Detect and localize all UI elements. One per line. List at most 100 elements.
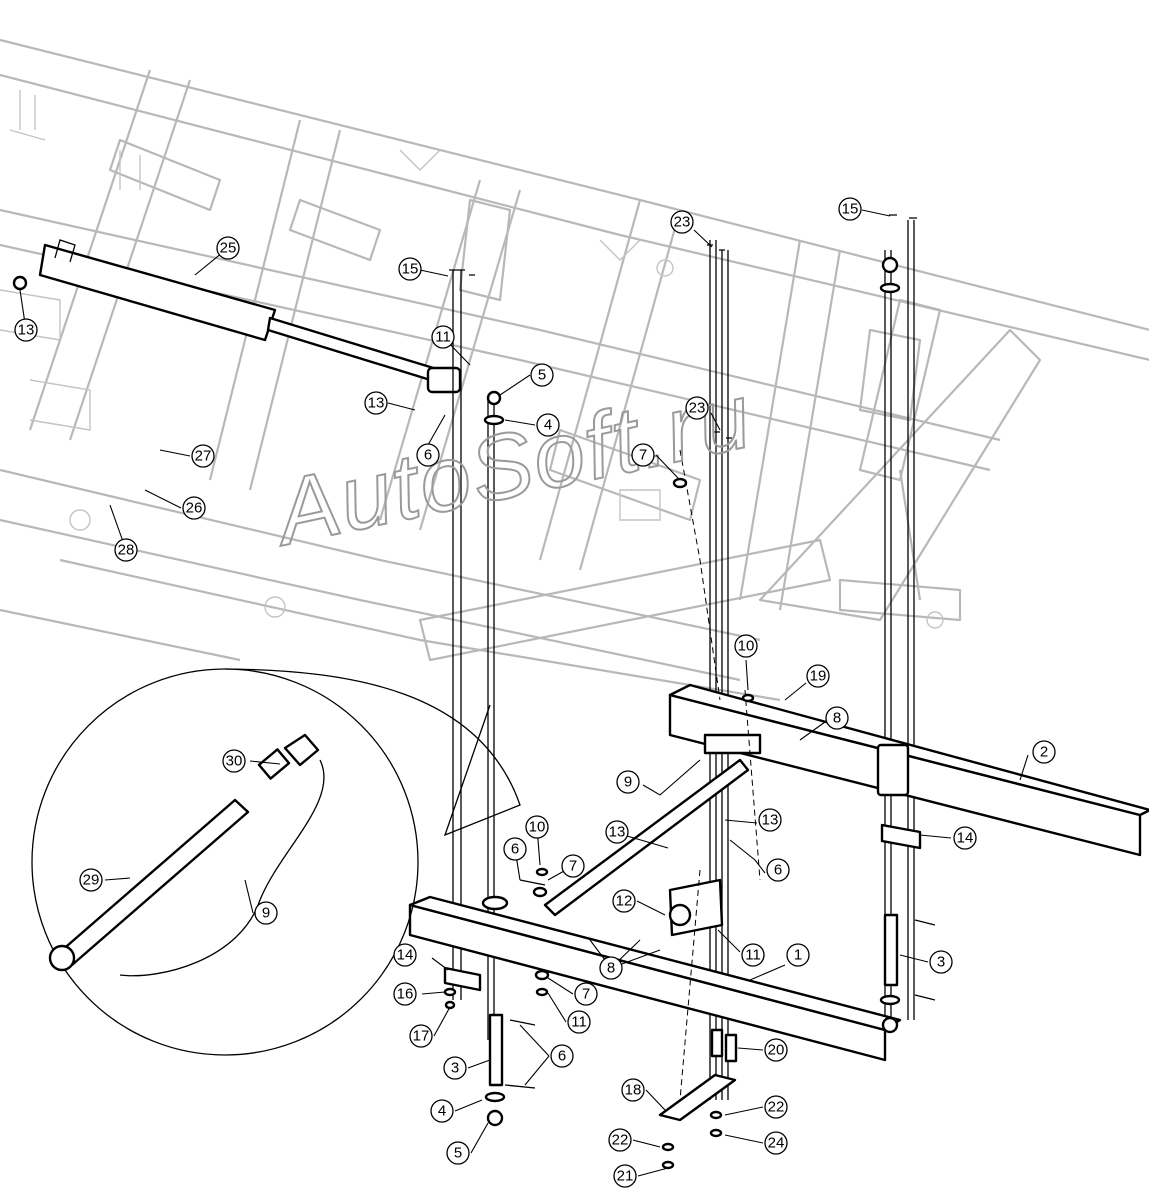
callout-item: 8 <box>825 706 849 730</box>
callout-item: 6 <box>503 837 527 861</box>
callout-item: 9 <box>254 901 278 925</box>
callout-label: 13 <box>609 824 626 841</box>
callout-label: 5 <box>454 1145 462 1162</box>
callout-item: 25 <box>216 236 240 260</box>
callout-label: 6 <box>558 1048 566 1065</box>
callout-label: 9 <box>262 905 270 922</box>
callout-label: 23 <box>674 214 691 231</box>
callout-item: 7 <box>631 443 655 467</box>
callout-item: 6 <box>550 1044 574 1068</box>
callout-item: 4 <box>430 1099 454 1123</box>
callout-label: 8 <box>833 710 841 727</box>
callout-item: 11 <box>431 325 455 349</box>
callout-label: 6 <box>774 862 782 879</box>
callout-label: 10 <box>529 819 546 836</box>
beam-2 <box>668 683 1149 857</box>
callout-label: 26 <box>186 500 203 517</box>
callout-item: 23 <box>685 396 709 420</box>
machine-frame <box>0 38 1149 702</box>
callout-label: 10 <box>738 638 755 655</box>
callout-label: 20 <box>768 1042 785 1059</box>
callout-item: 3 <box>443 1056 467 1080</box>
callout-label: 11 <box>745 947 761 964</box>
callout-item: 27 <box>191 444 215 468</box>
callout-label: 15 <box>402 261 419 278</box>
callout-label: 12 <box>616 893 633 910</box>
callout-label: 11 <box>435 329 451 346</box>
callout-item: 22 <box>764 1095 788 1119</box>
callout-label: 7 <box>582 986 590 1003</box>
threaded-stud-left <box>488 1013 504 1087</box>
callout-item: 13 <box>605 820 629 844</box>
callout-label: 9 <box>624 774 632 791</box>
callout-item: 13 <box>14 318 38 342</box>
callout-item: 24 <box>764 1131 788 1155</box>
callout-item: 6 <box>416 443 440 467</box>
callout-label: 18 <box>625 1082 642 1099</box>
callout-item: 2 <box>1032 740 1056 764</box>
hardware <box>443 214 936 1170</box>
callout-label: 7 <box>639 447 647 464</box>
callout-label: 23 <box>689 400 706 417</box>
callout-label: 1 <box>794 947 802 964</box>
callout-item: 1 <box>786 943 810 967</box>
callout-item: 7 <box>561 854 585 878</box>
callout-item: 6 <box>766 858 790 882</box>
callout-label: 5 <box>538 367 546 384</box>
callout-item: 15 <box>398 257 422 281</box>
plate-18 <box>658 1073 737 1122</box>
callout-item: 15 <box>838 197 862 221</box>
callout-item: 7 <box>574 982 598 1006</box>
link-rod-9 <box>543 733 762 917</box>
callout-label: 19 <box>810 668 827 685</box>
callout-label: 21 <box>617 1168 634 1185</box>
callout-item: 23 <box>670 210 694 234</box>
callout-label: 4 <box>438 1103 446 1120</box>
callout-label: 4 <box>544 417 552 434</box>
spacers <box>710 1028 738 1063</box>
hydraulic-cylinder <box>12 239 462 394</box>
callout-label: 11 <box>571 1014 587 1031</box>
callout-item: 13 <box>758 808 782 832</box>
callout-label: 16 <box>397 986 414 1003</box>
callout-item: 5 <box>446 1141 470 1165</box>
callout-item: 9 <box>616 770 640 794</box>
callout-item: 20 <box>764 1038 788 1062</box>
callout-item: 19 <box>806 664 830 688</box>
callout-label: 22 <box>612 1132 629 1149</box>
callout-item: 16 <box>393 982 417 1006</box>
callout-label: 2 <box>1040 744 1048 761</box>
callout-label: 30 <box>226 753 243 770</box>
beam-1 <box>408 895 902 1062</box>
callout-item: 28 <box>114 538 138 562</box>
callout-item: 11 <box>567 1010 591 1034</box>
callout-label: 22 <box>768 1099 785 1116</box>
callout-label: 3 <box>937 954 945 971</box>
callout-item: 10 <box>734 634 758 658</box>
callout-item: 10 <box>525 815 549 839</box>
callout-item: 29 <box>79 868 103 892</box>
callout-item: 14 <box>393 943 417 967</box>
assembly-lines <box>679 449 761 1101</box>
callout-label: 27 <box>195 448 212 465</box>
callout-item: 5 <box>530 363 554 387</box>
callout-label: 13 <box>762 812 779 829</box>
threaded-stud-right <box>883 913 899 987</box>
callout-item: 21 <box>613 1164 637 1188</box>
callout-label: 7 <box>569 858 577 875</box>
detail-inset <box>31 668 521 1056</box>
callout-item: 4 <box>536 413 560 437</box>
callout-label: 17 <box>413 1028 430 1045</box>
callout-label: 13 <box>18 322 35 339</box>
callout-item: 14 <box>953 826 977 850</box>
callout-label: 3 <box>451 1060 459 1077</box>
callout-label: 29 <box>83 872 100 889</box>
callout-item: 17 <box>409 1024 433 1048</box>
callout-item: 30 <box>222 749 246 773</box>
callout-item: 22 <box>608 1128 632 1152</box>
clamp-14-left <box>443 966 482 992</box>
callout-item: 12 <box>612 889 636 913</box>
callout-label: 6 <box>511 841 519 858</box>
callout-label: 14 <box>397 947 414 964</box>
